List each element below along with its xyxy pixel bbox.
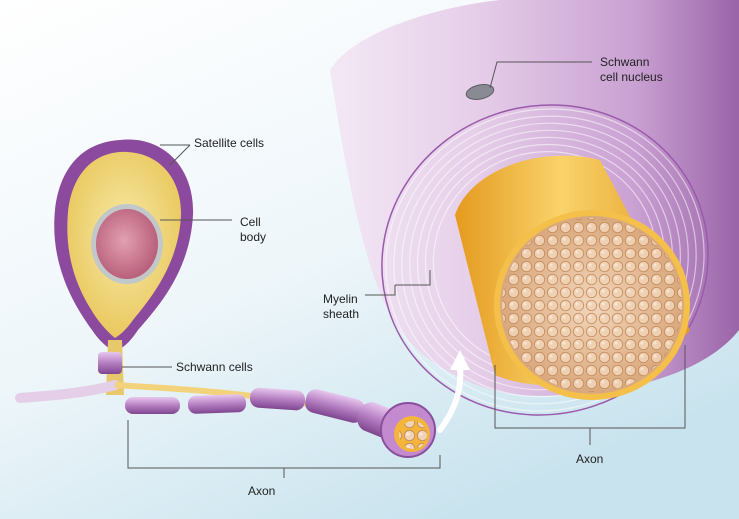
schwann-cell-node [98, 352, 122, 374]
label-axon-left: Axon [248, 484, 276, 498]
label-cell-body: Cell body [240, 215, 267, 244]
magnify-arrow [437, 362, 464, 433]
schwann-nucleus-shape [465, 84, 495, 100]
axon-branch-left [15, 380, 120, 403]
peripheral-axon [15, 350, 470, 458]
label-axon-right: Axon [576, 452, 604, 466]
schwann-cell-segment-4 [305, 389, 365, 423]
axon-fibers [502, 218, 682, 392]
leader-nucleus [489, 61, 592, 89]
leader-lines [122, 61, 686, 478]
axon-end-face [399, 421, 427, 449]
magnify-arrowhead [450, 350, 470, 370]
leader-myelin-2 [395, 270, 431, 286]
myelinated-axon-cross-section [330, 0, 739, 416]
label-satellite-cells: Satellite cells [194, 136, 265, 150]
sheath-rim [381, 104, 709, 416]
label-schwann-nucleus: Schwann cell nucleus [600, 55, 663, 84]
leader-satellite-2 [169, 144, 191, 166]
schwann-cell-segment-3 [249, 387, 306, 411]
cell-nucleus [96, 209, 158, 279]
neuron-cell-body [54, 139, 194, 395]
leader-myelin-1 [365, 285, 396, 296]
label-schwann-cells: Schwann cells [176, 360, 253, 374]
label-myelin-sheath: Myelin sheath [323, 292, 360, 321]
schwann-cell-segment-1 [125, 397, 180, 414]
schwann-cell-segment-2 [187, 394, 247, 414]
